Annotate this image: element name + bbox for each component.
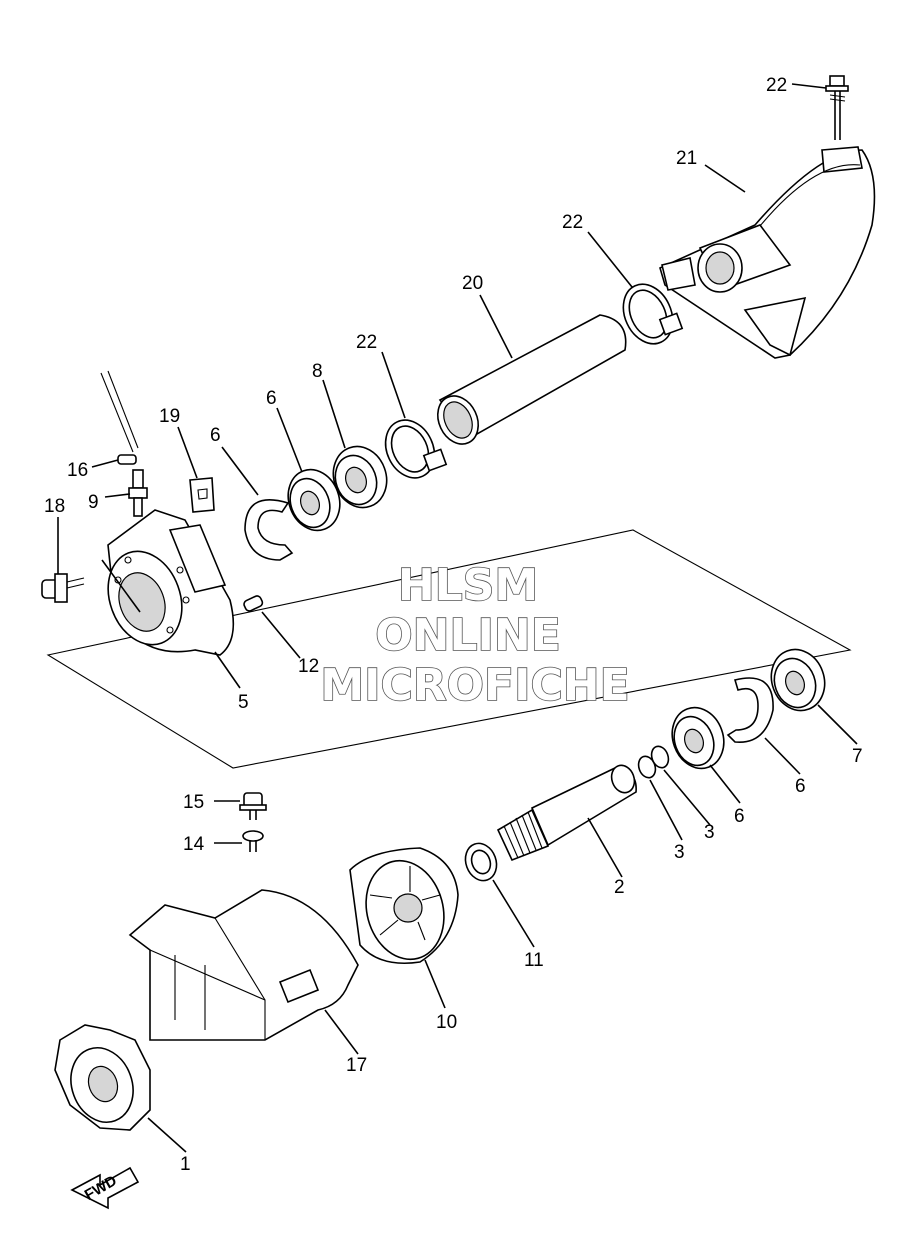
callout-12: 12 — [298, 656, 319, 677]
callout-1: 1 — [180, 1154, 191, 1175]
watermark: HLSM ONLINE MICROFICHE — [320, 559, 631, 712]
callout-4: 5 — [238, 692, 249, 713]
callout-5-lower: 6 — [734, 806, 745, 827]
callout-20: 21 — [676, 148, 697, 169]
callout-22-lower: 22 — [356, 332, 377, 353]
hose-clamp-22-lower[interactable] — [376, 412, 448, 486]
callout-22-upper: 22 — [562, 212, 583, 233]
bolt-21[interactable] — [825, 75, 849, 140]
watermark-line-3: MICROFICHE — [320, 660, 629, 711]
callout-3-b: 3 — [704, 822, 715, 843]
callout-10: 10 — [436, 1012, 457, 1033]
dowel-pin-12[interactable] — [243, 595, 264, 613]
watermark-line-1: HLSM — [398, 560, 538, 611]
callout-16: 17 — [346, 1055, 367, 1076]
bearing-8[interactable] — [325, 439, 395, 515]
bearing-7[interactable] — [763, 642, 833, 718]
drive-shaft-2[interactable] — [496, 762, 638, 862]
callout-7: 7 — [852, 746, 863, 767]
bolt-14[interactable] — [239, 792, 267, 820]
callout-3-a: 3 — [674, 842, 685, 863]
leader-lines — [57, 83, 858, 1153]
coupler-10[interactable] — [349, 847, 459, 968]
hose-19[interactable] — [430, 314, 627, 451]
callout-18: 19 — [159, 406, 180, 427]
callout-13: 14 — [183, 834, 205, 855]
drain-plug-17[interactable] — [41, 573, 85, 603]
callout-6-upper: 6 — [210, 425, 221, 446]
jet-nozzle-20[interactable] — [659, 146, 876, 359]
washer-13[interactable] — [242, 830, 264, 852]
callout-14: 15 — [183, 792, 204, 813]
housing-4[interactable] — [96, 509, 235, 656]
callout-17: 18 — [44, 496, 65, 517]
callout-9: 9 — [88, 492, 99, 513]
fwd-arrow: FWD — [70, 1166, 140, 1210]
watermark-line-2: ONLINE — [375, 610, 561, 661]
circlip-6-upper[interactable] — [244, 499, 294, 561]
callout-8: 8 — [312, 361, 323, 382]
callout-2: 2 — [614, 877, 625, 898]
callout-6-lower: 6 — [795, 776, 806, 797]
callout-21: 22 — [766, 75, 787, 96]
subassembly-outline — [46, 529, 852, 769]
hose-clamp-22-upper[interactable] — [614, 276, 684, 352]
cover-16[interactable] — [128, 889, 359, 1041]
fitting-9[interactable] — [100, 370, 148, 517]
bearing-5-lower[interactable] — [664, 700, 732, 775]
o-ring-3-b[interactable] — [649, 744, 672, 770]
callout-11: 11 — [524, 950, 544, 971]
damper-1[interactable] — [54, 1024, 151, 1131]
callout-19: 20 — [462, 273, 483, 294]
circlip-6-lower[interactable] — [726, 677, 774, 743]
callout-15: 16 — [67, 460, 88, 481]
collar-11[interactable] — [460, 839, 501, 885]
callout-5-upper: 6 — [266, 388, 277, 409]
clip-15[interactable] — [117, 454, 137, 465]
bearing-5-upper[interactable] — [280, 462, 348, 537]
o-ring-3-a[interactable] — [636, 754, 659, 780]
plate-18[interactable] — [189, 477, 215, 513]
